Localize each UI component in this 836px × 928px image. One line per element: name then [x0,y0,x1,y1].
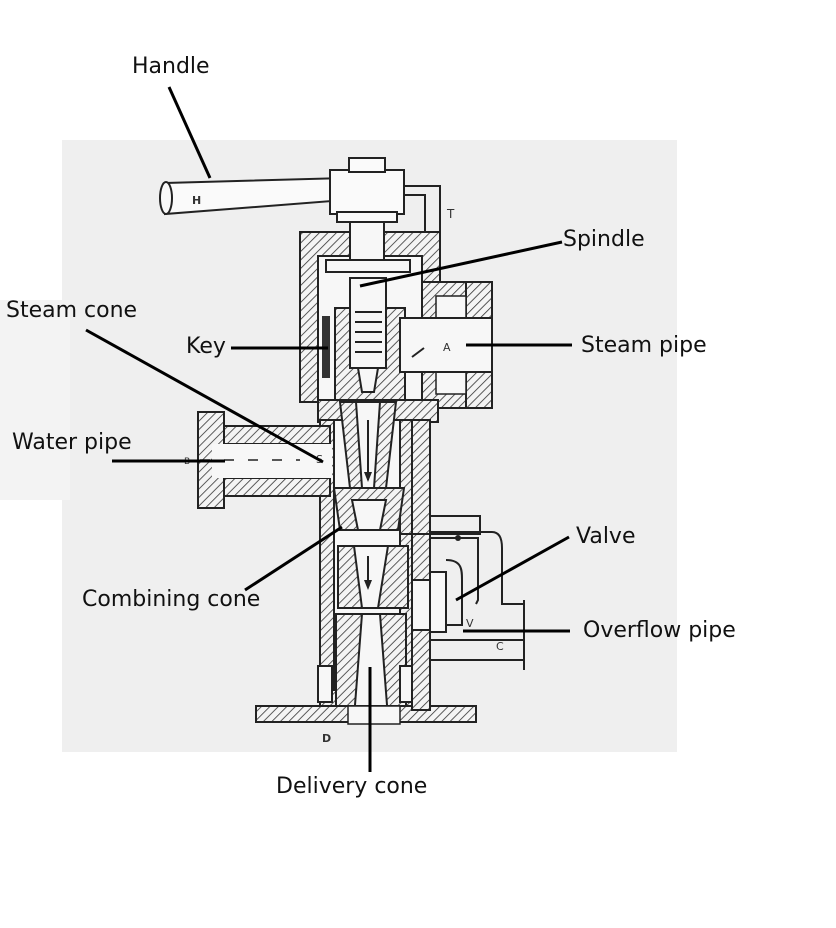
letter-d: D [322,732,331,745]
letter-t: T [446,207,455,221]
letter-h: H [192,194,201,207]
leader-steam-cone [85,328,324,464]
letter-c: C [496,640,504,653]
upper-body [299,221,441,403]
leader-spindle [359,240,563,288]
leader-combining-cone [244,525,343,592]
leader-handle [167,86,212,179]
label-steam-cone: Steam cone [6,298,138,323]
label-valve: Valve [576,524,636,549]
label-key: Key [186,334,226,359]
label-handle: Handle [132,54,210,79]
label-delivery-cone: Delivery cone [276,774,428,799]
scan-background-left [0,300,70,500]
combining-cone-part [332,487,409,609]
letter-a: A [443,341,451,354]
label-combining-cone: Combining cone [82,587,261,612]
label-overflow-pipe: Overflow pipe [583,618,736,643]
overflow-valve-part: V C [400,419,525,711]
label-steam-pipe: Steam pipe [581,333,707,358]
label-spindle: Spindle [563,227,645,252]
label-water-pipe: Water pipe [12,430,132,455]
handle-part: H T [159,157,455,251]
letter-v: V [466,617,474,630]
leader-valve [455,535,570,602]
leader-lines [85,86,572,772]
